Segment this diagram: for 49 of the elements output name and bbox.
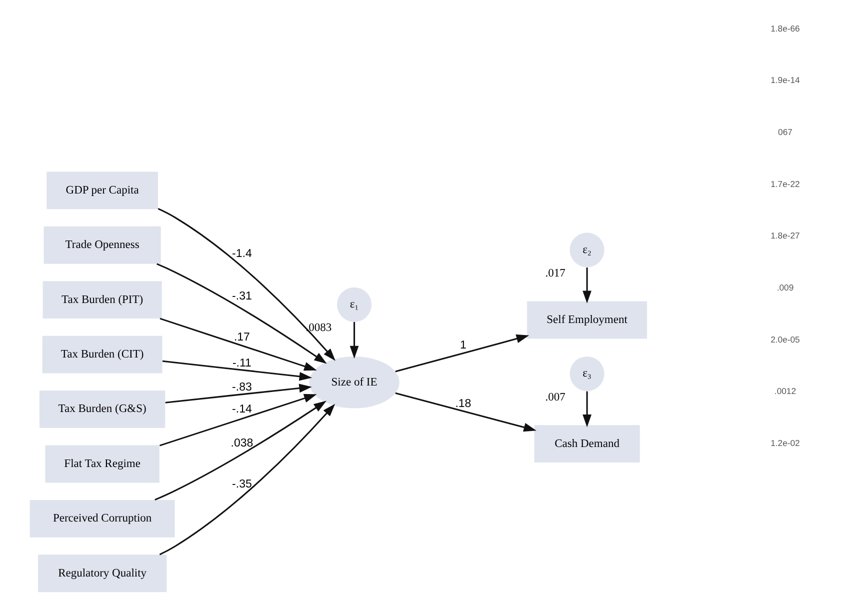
- node-circle: ε₃: [570, 356, 604, 392]
- node-box: Perceived Corruption: [30, 500, 175, 538]
- edge-label: -1.4: [232, 248, 252, 260]
- label: 1.2e-02: [770, 438, 800, 448]
- node-box: Cash Demand: [534, 425, 640, 463]
- edge-label: 1: [460, 339, 466, 352]
- node-label: .017: [545, 267, 566, 280]
- edge-label: -.83: [232, 382, 252, 394]
- arrow: [162, 360, 312, 381]
- label: 1.9e-14: [770, 75, 800, 86]
- label: 1.8e-66: [770, 23, 800, 34]
- arrow: [154, 400, 326, 501]
- arrow: [582, 391, 592, 428]
- edge-label: -.31: [232, 290, 252, 302]
- arrow: [165, 384, 312, 404]
- node-box: Tax Burden (G&S): [39, 390, 166, 428]
- edge-label: -.11: [232, 358, 252, 370]
- node-box: GDP per Capita: [46, 172, 158, 210]
- node-box: Trade Openness: [44, 226, 161, 264]
- label: 067: [778, 126, 792, 137]
- node-box: Flat Tax Regime: [45, 445, 160, 483]
- edge-label: -.14: [232, 404, 252, 416]
- arrow: [350, 322, 359, 359]
- node-label: .007: [545, 391, 566, 404]
- label: 1.7e-22: [770, 178, 800, 189]
- label: .0012: [774, 386, 796, 396]
- node-box: Tax Burden (CIT): [42, 336, 162, 374]
- arrow: [395, 392, 536, 432]
- node-label: .0083: [306, 322, 332, 334]
- node-box: Regulatory Quality: [38, 554, 167, 592]
- arrow: [159, 394, 317, 446]
- edge-label: .18: [455, 398, 472, 410]
- node-circle: ε₁: [337, 287, 372, 322]
- arrow: [582, 268, 592, 304]
- arrow: [158, 208, 336, 361]
- label: 2.0e-05: [770, 334, 800, 344]
- arrow: [395, 334, 530, 372]
- arrow: [159, 404, 336, 556]
- arrow: [156, 263, 327, 364]
- node-circle: ε₂: [570, 232, 604, 268]
- edge-label: .038: [230, 437, 254, 450]
- edge-label: .17: [234, 332, 250, 344]
- label: 1.8e-27: [770, 230, 800, 241]
- label: .009: [776, 282, 794, 292]
- node-ellipse: Size of IE: [309, 356, 400, 408]
- edge-label: -.35: [232, 478, 252, 491]
- node-box: Tax Burden (PIT): [42, 281, 162, 319]
- node-box: Self Employment: [527, 301, 648, 339]
- arrow: [160, 318, 317, 371]
